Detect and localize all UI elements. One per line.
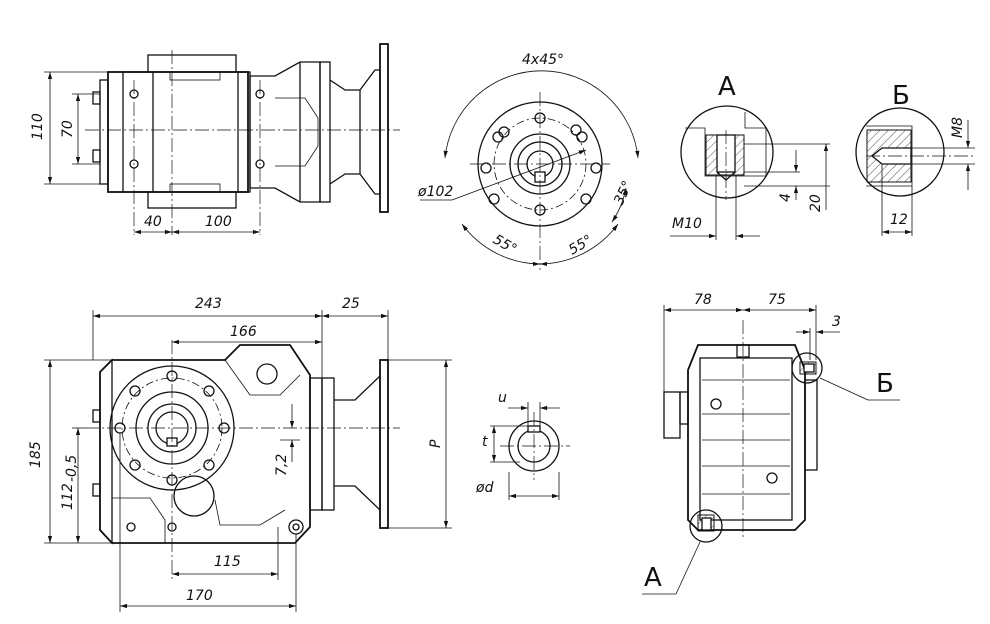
dim-166: 166 <box>230 324 257 340</box>
detail-b: Б M8 12 <box>855 81 975 236</box>
angle-55-left: 55° <box>490 232 520 258</box>
dim-75: 75 <box>768 292 786 308</box>
flange-view: 4x45° 55° 55° 35° ø102 <box>417 52 640 270</box>
callout-b: Б <box>876 369 894 399</box>
angle-55-right: 55° <box>566 232 596 258</box>
detail-b-thread: M8 <box>950 117 966 138</box>
dim-243: 243 <box>195 296 222 312</box>
dim-70: 70 <box>60 120 76 138</box>
detail-a-depth-20: 20 <box>808 194 824 212</box>
dim-185: 185 <box>28 441 44 468</box>
callout-a: А <box>644 563 662 593</box>
detail-a-depth-4: 4 <box>778 193 794 202</box>
angle-35: 35° <box>611 178 636 207</box>
dim-110: 110 <box>30 113 46 140</box>
detail-a-label: А <box>718 72 736 102</box>
dim-78: 78 <box>694 292 712 308</box>
detail-b-label: Б <box>892 81 910 111</box>
dim-100: 100 <box>205 214 232 230</box>
dim-170: 170 <box>186 588 213 604</box>
dia-102: ø102 <box>417 184 453 200</box>
dim-25: 25 <box>342 296 360 312</box>
dim-112: 112 <box>60 483 76 510</box>
shaft-d: ød <box>475 480 494 496</box>
dim-40: 40 <box>144 214 162 230</box>
dim-7-2: 7,2 <box>274 454 290 476</box>
shaft-u: u <box>498 390 507 406</box>
chamfer-4x45: 4x45° <box>522 52 564 68</box>
top-view: 110 70 40 100 <box>30 43 400 235</box>
detail-b-depth-12: 12 <box>890 212 908 228</box>
front-view: 243 25 166 185 112 -0,5 7,2 P 115 170 <box>28 296 452 612</box>
side-view: Б А 78 75 3 <box>642 292 900 595</box>
detail-a: А 4 20 M10 <box>670 72 830 240</box>
dim-112-tolerance: -0,5 <box>64 455 80 482</box>
dim-115: 115 <box>214 554 241 570</box>
dim-p: P <box>428 439 444 448</box>
shaft-t: t <box>482 434 488 450</box>
dim-3: 3 <box>832 314 841 330</box>
shaft-section: u t ød <box>475 390 570 500</box>
detail-a-thread: M10 <box>672 216 702 232</box>
